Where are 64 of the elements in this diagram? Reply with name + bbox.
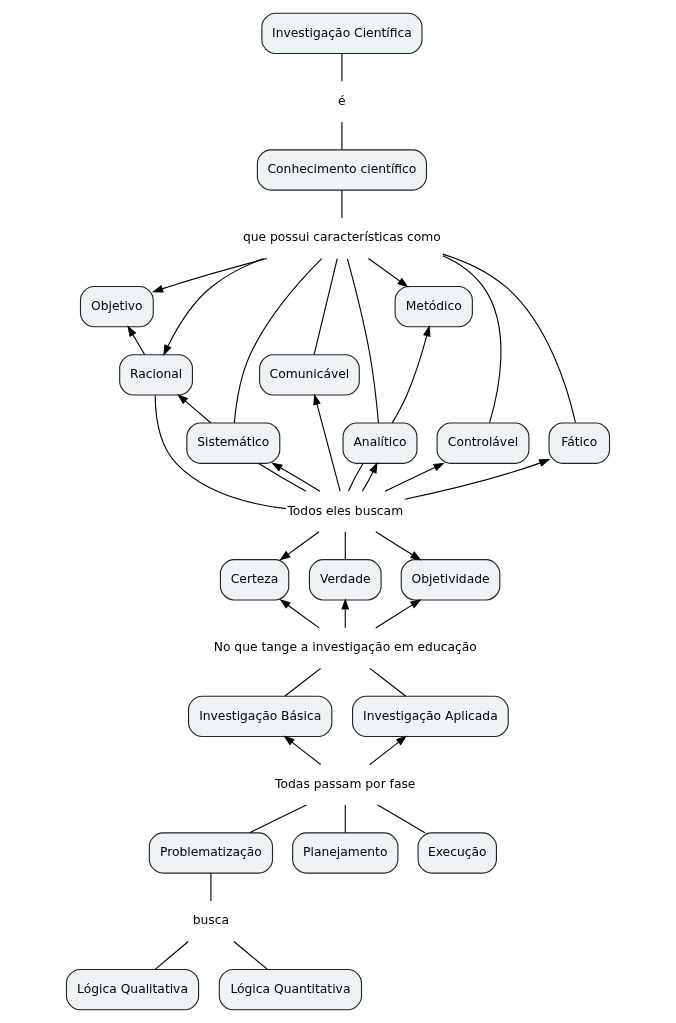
connector [313,258,338,356]
connector [341,189,343,219]
node-text: No que tange a investigação em educação [213,640,477,655]
node-box: Investigação Científica [261,12,423,55]
arrow [367,257,409,288]
connector [233,940,268,970]
arrow [283,735,322,766]
node-box: Certeza [219,559,290,601]
arrow [127,325,146,356]
node-text: que possui características como [242,230,441,245]
node-text: Todas passam por fase [275,776,416,791]
connector [442,253,577,424]
node-box: Investigação Aplicada [352,695,509,738]
node-text: é [338,93,346,108]
arrow [391,325,431,424]
connector [154,940,189,970]
connector [442,255,502,424]
arrow [279,531,320,561]
arrow [384,462,445,492]
connector [210,872,212,902]
connector [154,394,287,510]
node-box: Controlável [436,422,530,464]
node-text: Todos eles buscam [287,503,404,518]
arrow [375,531,422,561]
node-box: Lógica Quantitativa [218,968,363,1011]
connector [347,462,364,492]
arrow [279,599,320,629]
arrow [313,393,341,492]
node-box: Execução [417,832,497,874]
node-box: Racional [119,354,193,396]
connector [249,804,307,834]
arrow [151,257,268,293]
node-box: Sistemático [186,422,281,464]
node-text: busca [192,913,230,928]
connector [377,804,426,834]
arrow [341,598,350,629]
node-box: Conhecimento científico [256,149,427,191]
node-box: Comunicável [259,354,360,396]
node-box: Analítico [342,422,418,464]
node-box: Investigação Básica [187,695,333,738]
connector [284,667,322,697]
node-box: Problematização [148,832,274,874]
connector [341,53,343,82]
connector [369,667,407,697]
connector [341,121,343,151]
arrow [404,458,551,500]
node-box: Verdade [308,559,382,601]
node-box: Fático [548,422,611,464]
node-box: Lógica Qualitativa [65,968,200,1011]
arrow [163,258,264,356]
arrow [361,461,378,492]
connector [346,258,380,424]
node-box: Metódico [394,285,473,328]
node-box: Objetivo [79,285,154,328]
connector [344,804,346,834]
connector [344,531,346,560]
arrow [177,394,212,424]
arrow [271,462,321,492]
node-box: Objetividade [400,559,501,601]
node-box: Planejamento [292,832,399,874]
connector [258,462,307,492]
arrow [375,599,422,629]
connector [233,258,323,424]
arrow [369,735,408,766]
